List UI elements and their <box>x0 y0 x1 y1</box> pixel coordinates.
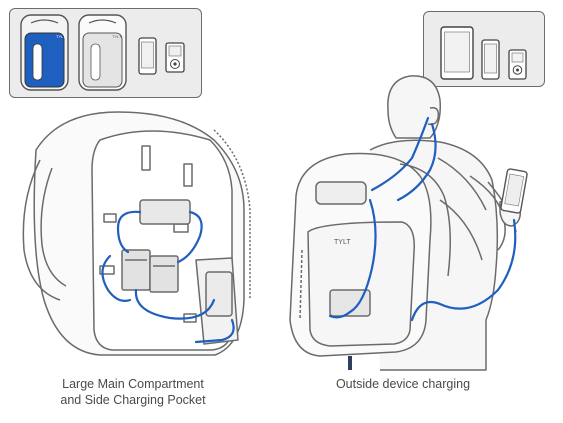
svg-text:TYLT: TYLT <box>112 34 122 39</box>
backpack-gray-icon: TYLT <box>78 14 127 91</box>
phone-icon <box>138 37 157 75</box>
caption-right-line1: Outside device charging <box>335 377 471 391</box>
tablet-icon <box>440 26 474 80</box>
mp3-player-icon <box>165 42 185 73</box>
caption-left-line2: and Side Charging Pocket <box>60 393 206 407</box>
charging-cable-left <box>101 210 235 344</box>
caption-outside-charging: Outside device charging <box>318 376 488 392</box>
phone-icon <box>481 39 500 80</box>
charging-cable-right <box>328 116 517 322</box>
phone-in-hand-icon <box>500 168 528 214</box>
mp3-player-icon <box>508 49 527 80</box>
open-backpack-illustration <box>22 111 251 356</box>
caption-main-compartment: Large Main Compartment and Side Charging… <box>38 376 228 408</box>
caption-left-line1: Large Main Compartment <box>62 377 204 391</box>
brand-logo: TYLT <box>334 239 351 246</box>
svg-text:TYLT: TYLT <box>56 34 66 39</box>
worn-backpack-illustration <box>289 152 451 370</box>
backpack-blue-icon: TYLT <box>20 14 69 91</box>
